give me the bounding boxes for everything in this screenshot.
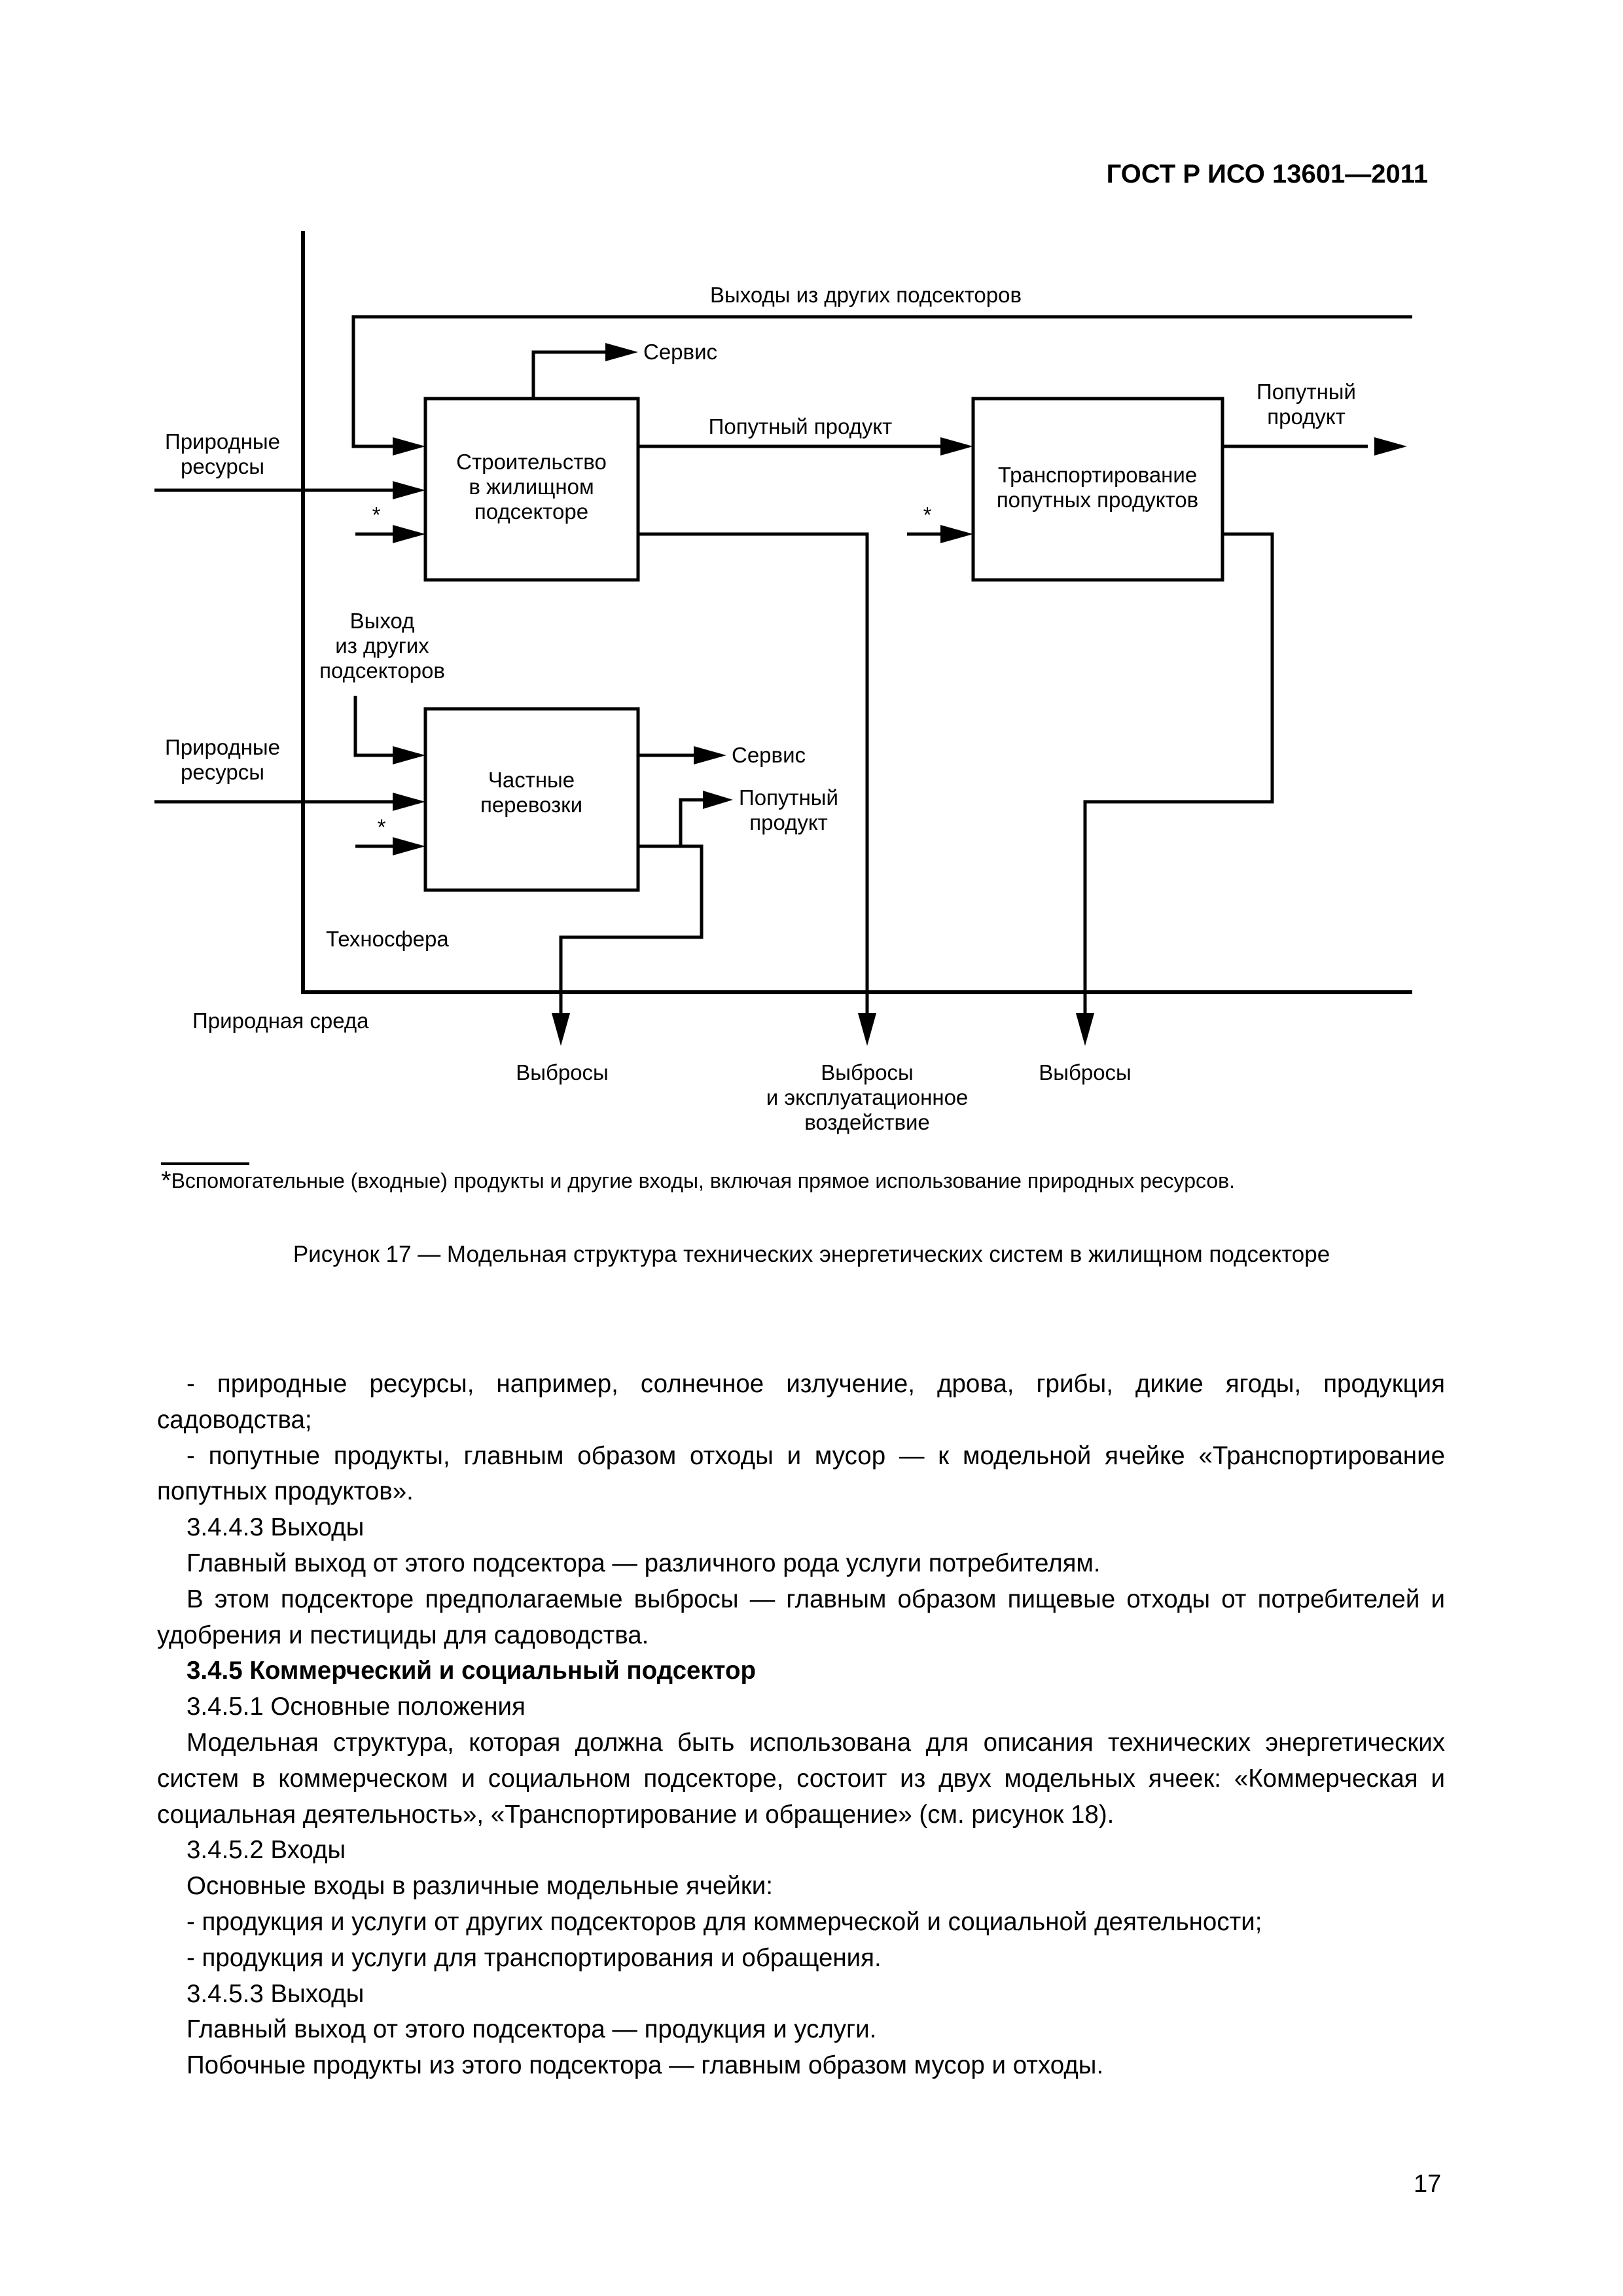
box-private-transport [423,707,640,892]
asterisk-3: * [378,815,386,839]
natural-resources-1-line2: ресурсы [181,454,264,478]
body-paragraph: - попутные продукты, главным образом отх… [157,1441,1445,1506]
arrowhead [552,1013,570,1046]
body-paragraph: 3.4.5.1 Основные положения [187,1693,526,1721]
footnote-star: * [161,1166,171,1195]
arrowhead [393,525,425,543]
asterisk-2: * [923,503,932,527]
arrowhead [940,437,973,456]
document-id-header: ГОСТ Р ИСО 13601—2011 [1106,160,1428,188]
body-text: - природные ресурсы, например, солнечное… [157,1367,1445,2084]
natural-environment-label: Природная среда [192,1009,369,1033]
boundary-lines [301,231,1412,994]
body-paragraph: - продукция и услуги от других подсектор… [187,1907,1262,1936]
natural-resources-1-line1: Природные [165,429,280,454]
body-paragraph: Основные входы в различные модельные яче… [187,1872,773,1901]
footnote-text: Вспомогательные (входные) продукты и дру… [171,1169,1236,1193]
body-paragraph: 3.4.5.2 Входы [187,1836,346,1865]
technosphere-label: Техносфера [326,927,449,951]
figure-caption: Рисунок 17 — Модельная структура техниче… [293,1242,1330,1267]
box1-line3: подсекторе [474,499,588,524]
byproduct-2-line1: Попутный [739,785,838,810]
footnote: *Вспомогательные (входные) продукты и др… [161,1166,1236,1198]
body-paragraph: В этом подсекторе предполагаемые выбросы… [157,1585,1445,1649]
arrowhead [1076,1013,1094,1046]
arrowhead [393,793,425,811]
body-paragraph: Главный выход от этого подсектора — прод… [187,2015,877,2044]
top-outputs-label: Выходы из других подсекторов [710,283,1022,307]
footnote-rule [161,1162,249,1165]
box1-line1: Строительство [456,450,607,474]
emissions-label-2-line2: и эксплуатационное [766,1085,969,1109]
emissions-label-1: Выбросы [516,1060,609,1085]
asterisk-1: * [372,503,381,527]
section-heading: 3.4.5 Коммерческий и социальный подсекто… [187,1657,757,1685]
box1-line2: в жилищном [469,475,594,499]
emissions-label-2-line1: Выбросы [821,1060,914,1085]
emissions-label-3: Выбросы [1039,1060,1132,1085]
body-paragraph: Модельная структура, которая должна быть… [157,1728,1445,1829]
other-subsectors-line1: Выход [350,609,415,633]
body-paragraph: Побочные продукты из этого подсектора — … [187,2051,1104,2080]
box3-line1: Частные [488,768,575,792]
arrowhead [694,746,726,764]
byproduct-2-line2: продукт [749,810,828,834]
arrowhead [393,481,425,499]
arrowhead [858,1013,876,1046]
byproduct-out-line1: Попутный [1257,380,1356,404]
arrowhead [703,791,733,809]
arrowhead [393,437,425,456]
arrowhead [940,525,973,543]
box2-line1: Транспортирование [998,463,1197,487]
page-number: 17 [1414,2170,1442,2198]
arrowhead [393,837,425,855]
model-structure-diagram: Выходы из других подсекторов Сервис Попу… [154,231,1412,1134]
arrowheads [393,343,1407,1046]
natural-resources-2-line1: Природные [165,735,280,759]
other-subsectors-line2: из других [335,634,429,658]
byproduct-out-line2: продукт [1267,404,1346,429]
byproduct-label-1: Попутный продукт [709,414,893,439]
flow-lines [154,315,1412,1014]
arrowhead [605,343,638,361]
body-paragraph: 3.4.4.3 Выходы [187,1513,365,1542]
body-paragraph: 3.4.5.3 Выходы [187,1979,365,2008]
body-paragraph: Главный выход от этого подсектора — разл… [187,1549,1101,1577]
box-transport-byproducts [971,397,1224,582]
emissions-label-2-line3: воздействие [804,1110,930,1134]
other-subsectors-line3: подсекторов [319,658,445,683]
service-label-1: Сервис [643,340,717,364]
box2-line2: попутных продуктов [997,488,1198,512]
arrowhead [1374,437,1407,456]
box3-line2: перевозки [480,793,582,817]
box-construction [423,397,640,582]
body-paragraph: - продукция и услуги для транспортирован… [187,1943,882,1972]
arrowhead [393,746,425,764]
natural-resources-2-line2: ресурсы [181,760,264,784]
service-label-2: Сервис [732,743,806,767]
body-paragraph: - природные ресурсы, например, солнечное… [157,1370,1445,1434]
